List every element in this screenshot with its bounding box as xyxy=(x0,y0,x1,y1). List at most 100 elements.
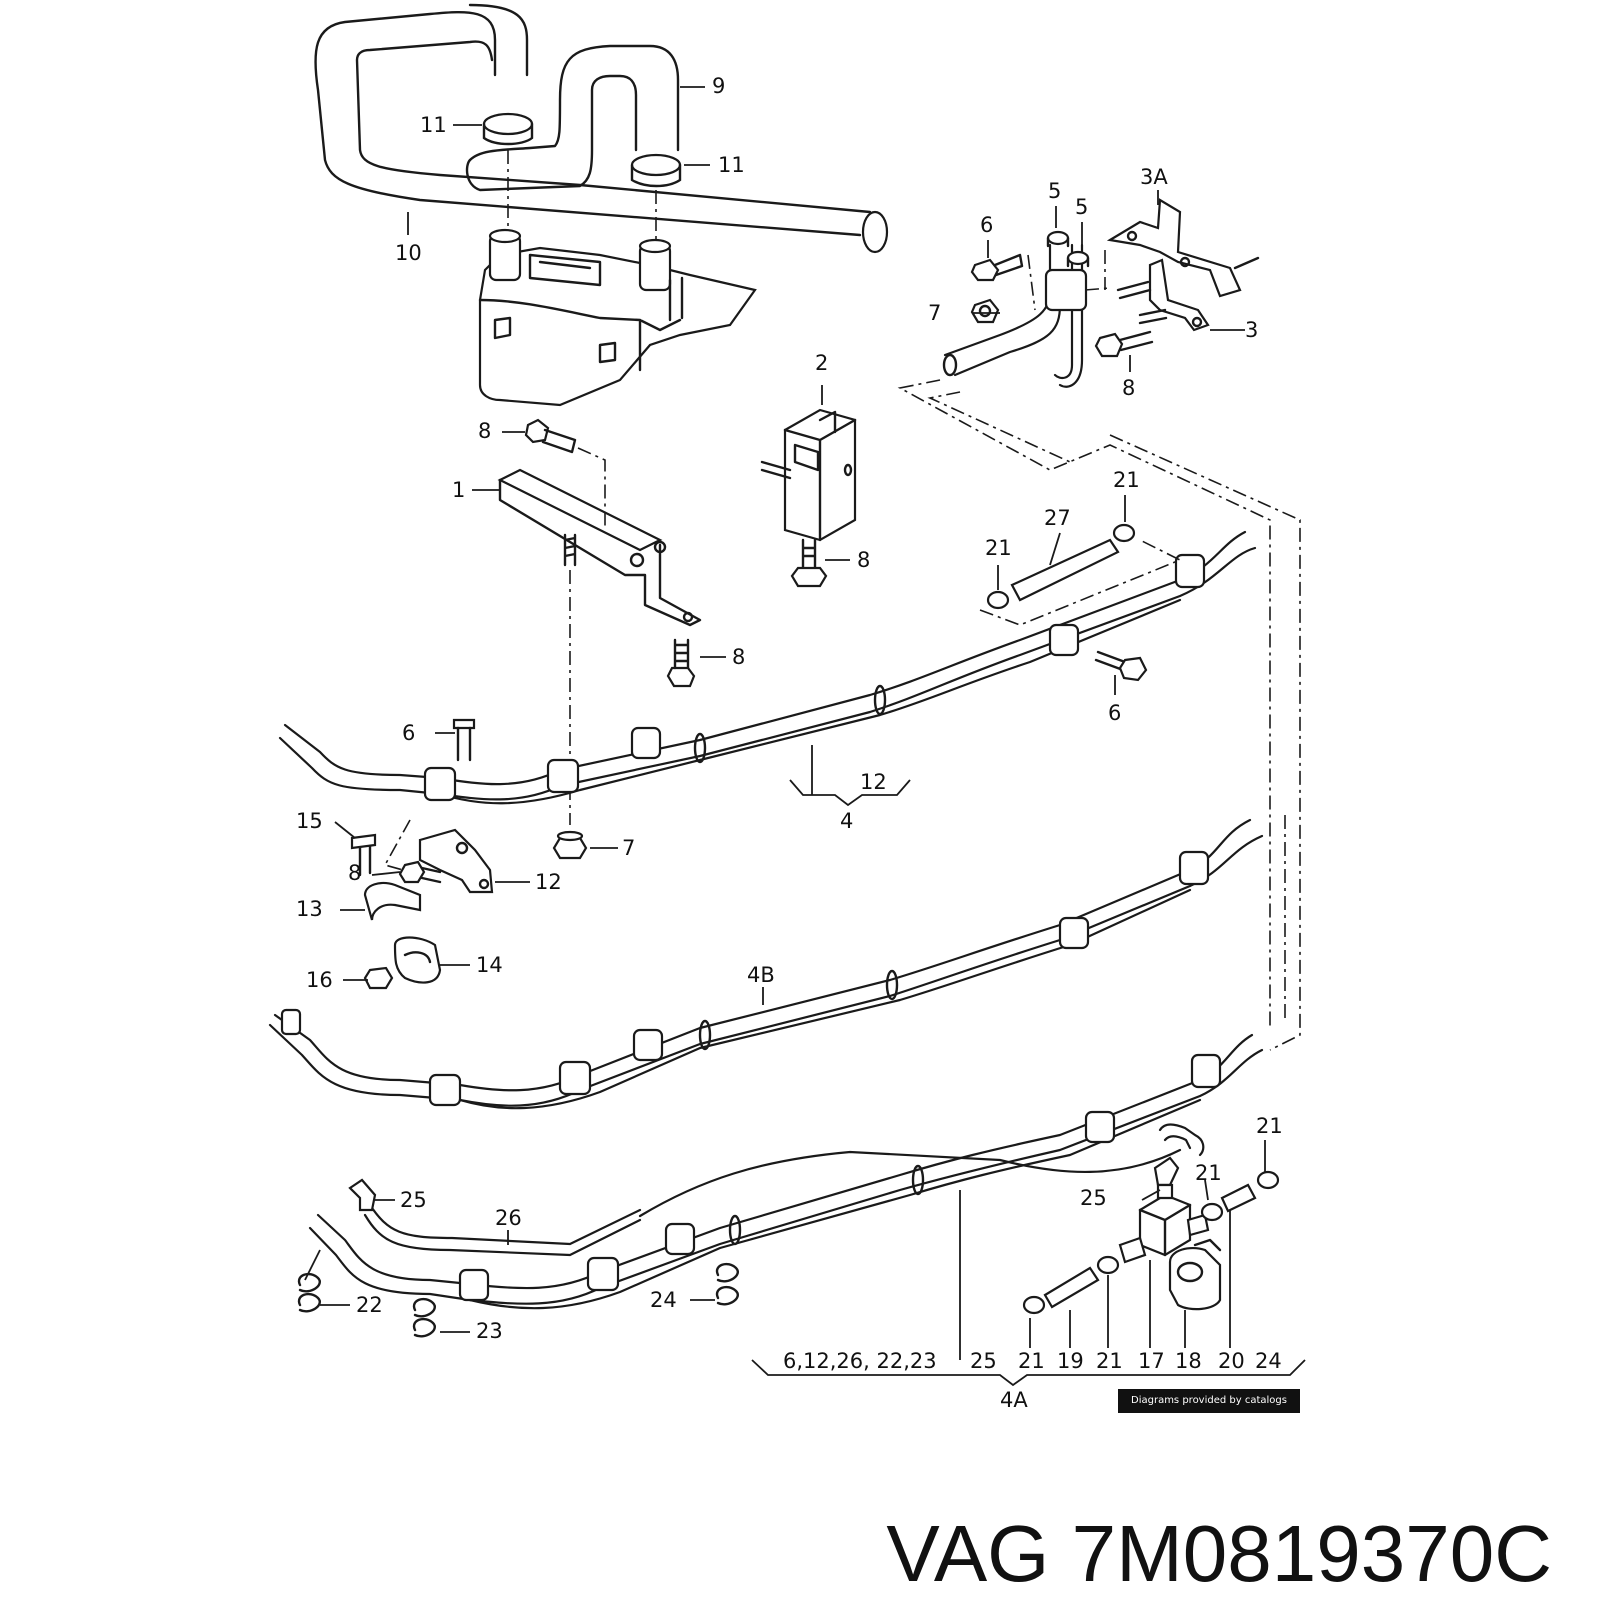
callout-labels: 9 11 11 10 8 1 2 8 8 6 5 5 3A 7 3 8 21 2… xyxy=(296,74,1283,1412)
callout-9: 9 xyxy=(712,74,725,98)
callout-5b: 5 xyxy=(1075,195,1088,219)
callout-8e: 8 xyxy=(348,861,361,885)
clip-22 xyxy=(297,1272,321,1313)
callout-4b: 4B xyxy=(747,963,775,987)
callout-16: 16 xyxy=(306,968,333,992)
clip-14 xyxy=(393,936,442,984)
heat-exchanger xyxy=(478,228,757,407)
nut-16 xyxy=(363,966,394,990)
callout-8d: 8 xyxy=(1122,376,1135,400)
clamp-21d xyxy=(1096,1255,1120,1275)
callout-19: 19 xyxy=(1057,1349,1084,1373)
bolt-8b xyxy=(666,638,696,688)
fuel-line-4b xyxy=(268,818,1264,1110)
callout-21c: 21 xyxy=(1018,1349,1045,1373)
callout-1: 1 xyxy=(452,478,465,502)
fuel-filter-17 xyxy=(1118,1183,1210,1264)
clamp-21a xyxy=(986,590,1010,610)
clamp-21c xyxy=(1022,1295,1046,1315)
bracket-1 xyxy=(497,468,702,627)
hose-25a xyxy=(348,1178,377,1212)
fuel-pipe-upper xyxy=(942,243,1088,388)
coolant-hose-10 xyxy=(314,3,889,254)
callout-3: 3 xyxy=(1245,318,1258,342)
part-number: 7M0819370C xyxy=(1071,1509,1552,1598)
coolant-hose-9 xyxy=(465,44,680,192)
callout-11b: 11 xyxy=(718,153,745,177)
bolt-15 xyxy=(350,833,377,877)
callout-7a: 7 xyxy=(928,301,941,325)
callout-14: 14 xyxy=(476,953,503,977)
fuel-line-4a xyxy=(308,1033,1264,1310)
bolt-8d xyxy=(1094,330,1154,358)
callout-4: 4 xyxy=(840,809,853,833)
callout-24a: 24 xyxy=(650,1288,677,1312)
callout-5a: 5 xyxy=(1048,179,1061,203)
callout-21a: 21 xyxy=(985,536,1012,560)
callout-21f: 21 xyxy=(1256,1114,1283,1138)
callout-2: 2 xyxy=(815,351,828,375)
callout-25a: 25 xyxy=(400,1188,427,1212)
leader-lines xyxy=(304,86,1306,1387)
callout-26: 26 xyxy=(495,1206,522,1230)
callout-27: 27 xyxy=(1044,506,1071,530)
callout-6b: 6 xyxy=(402,721,415,745)
callout-18: 18 xyxy=(1175,1349,1202,1373)
clip-13 xyxy=(363,881,422,921)
callout-13: 13 xyxy=(296,897,323,921)
callout-22: 22 xyxy=(356,1293,383,1317)
callout-6a: 6 xyxy=(980,213,993,237)
bolt-8c xyxy=(790,538,828,588)
clamp-21b xyxy=(1112,523,1136,543)
callout-8c: 8 xyxy=(857,548,870,572)
callout-6c: 6 xyxy=(1108,701,1121,725)
clamp-21f xyxy=(1256,1170,1280,1190)
callout-11a: 11 xyxy=(420,113,447,137)
hose-25b xyxy=(1158,1123,1205,1157)
bracket-2 xyxy=(760,408,857,542)
callout-8b: 8 xyxy=(732,645,745,669)
callout-25c: 25 xyxy=(970,1349,997,1373)
clip-5b xyxy=(1066,250,1090,268)
bolt-6c xyxy=(1094,650,1148,682)
brand-name: VAG xyxy=(886,1509,1050,1598)
callout-group4a: 6,12,26, 22,23 xyxy=(783,1349,937,1373)
hose-25c xyxy=(1153,1156,1180,1187)
callout-20: 20 xyxy=(1218,1349,1245,1373)
hose-20 xyxy=(1220,1183,1257,1213)
callout-4a: 4A xyxy=(1000,1388,1028,1412)
callout-21e: 21 xyxy=(1195,1161,1222,1185)
bracket-3 xyxy=(1116,258,1210,332)
clip-24 xyxy=(715,1262,739,1306)
callout-10: 10 xyxy=(395,241,422,265)
callout-23: 23 xyxy=(476,1319,503,1343)
callout-12b: 12 xyxy=(535,870,562,894)
callout-25b: 25 xyxy=(1080,1186,1107,1210)
callout-15: 15 xyxy=(296,809,323,833)
callout-7b: 7 xyxy=(622,836,635,860)
bracket-12 xyxy=(418,828,494,894)
hose-27 xyxy=(1010,538,1120,602)
bracket-3a xyxy=(1106,198,1260,298)
callout-12a: 12 xyxy=(860,770,887,794)
hose-19 xyxy=(1043,1266,1100,1309)
valve-18 xyxy=(1168,1238,1222,1311)
bolt-6a xyxy=(970,253,1024,282)
callout-8a: 8 xyxy=(478,419,491,443)
bolt-8e xyxy=(398,860,442,884)
callout-21b: 21 xyxy=(1113,468,1140,492)
product-title: VAG 7M0819370C xyxy=(842,1512,1552,1596)
callout-3a: 3A xyxy=(1140,165,1168,189)
bolt-8a xyxy=(524,418,577,454)
diagram-credit-badge: Diagrams provided by catalogs parts xyxy=(1118,1389,1300,1430)
hose-clamp-11a xyxy=(482,112,534,146)
callout-24b: 24 xyxy=(1255,1349,1282,1373)
hose-clamp-11b xyxy=(630,153,682,188)
clamp-21e xyxy=(1200,1202,1224,1222)
callout-17: 17 xyxy=(1138,1349,1165,1373)
clip-23 xyxy=(412,1297,436,1338)
nut-7b xyxy=(552,830,588,860)
bolt-6b xyxy=(452,718,476,762)
nut-7a xyxy=(970,298,1000,324)
